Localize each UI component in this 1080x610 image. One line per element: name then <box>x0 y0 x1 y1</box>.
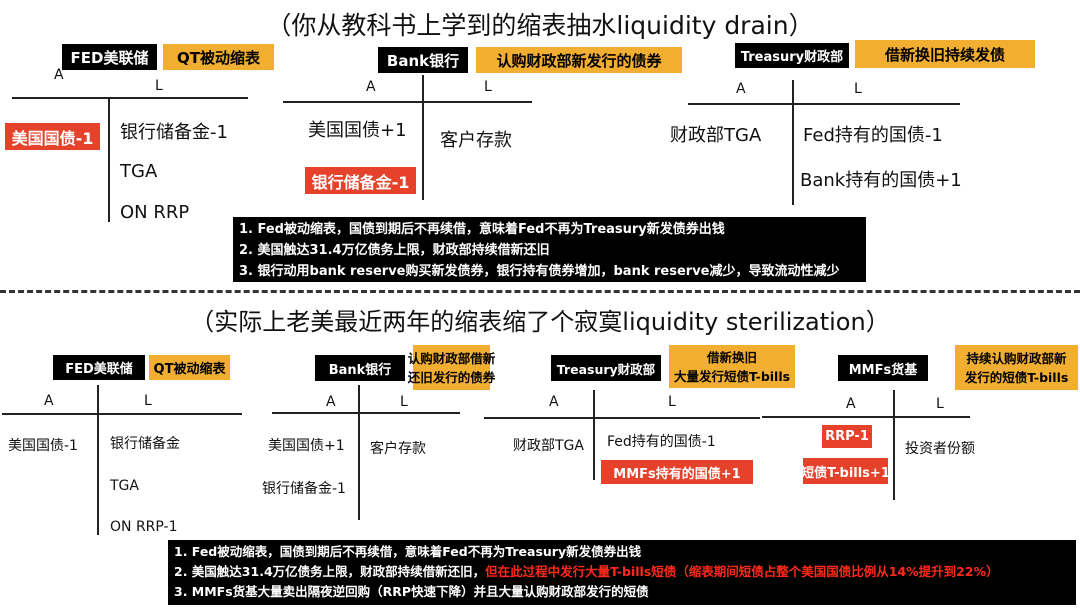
assets-header: A <box>549 394 559 410</box>
liability-item: TGA <box>120 161 158 182</box>
note-highlight: 但在此过程中发行大量T-bills短债（缩表期间短债占整个美国国债比例从14%提… <box>485 564 999 579</box>
note-line: 2. 美国触达31.4万亿债务上限，财政部持续借新还旧 <box>239 243 550 258</box>
liability-item: MMFs持有的国债+1 <box>601 460 753 484</box>
asset-item: 美国国债-1 <box>5 123 100 150</box>
bank-label: Bank银行 <box>378 47 468 73</box>
divider <box>422 75 424 200</box>
liability-item: 银行储备金-1 <box>120 122 228 143</box>
tag-line: 持续认购财政部新 <box>966 350 1067 366</box>
assets-header: A <box>846 396 856 412</box>
assets-header: A <box>326 394 336 410</box>
liabilities-header: L <box>144 393 152 409</box>
liability-item: 客户存款 <box>440 130 512 151</box>
liability-item: Bank持有的国债+1 <box>800 170 962 191</box>
tag-line: 大量发行短债T-bills <box>673 368 791 384</box>
treasury-tag: 借新换旧持续发债 <box>855 40 1035 68</box>
treasury-label: Treasury财政部 <box>735 43 849 68</box>
asset-item: 美国国债+1 <box>268 438 345 454</box>
mmfs-tag: 持续认购财政部新 发行的短债T-bills <box>955 345 1078 390</box>
divider <box>762 416 970 418</box>
explanation-notes: 1. Fed被动缩表，国债到期后不再续借，意味着Fed不再为Treasury新发… <box>168 540 1076 605</box>
tag-line: 还旧发行的债券 <box>407 369 496 385</box>
divider <box>358 385 360 520</box>
bottom-title: （实际上老美最近两年的缩表缩了个寂寞liquidity sterilizatio… <box>190 308 890 336</box>
liability-item: ON RRP <box>120 202 190 223</box>
assets-header: A <box>44 393 54 409</box>
divider <box>12 97 248 99</box>
divider <box>272 412 460 414</box>
divider <box>97 385 99 535</box>
top-title: （你从教科书上学到的缩表抽水liquidity drain） <box>266 11 814 40</box>
fed-label: FED美联储 <box>53 355 145 380</box>
note-line: 2. 美国触达31.4万亿债务上限，财政部持续借新还旧，但在此过程中发行大量T-… <box>174 562 1070 582</box>
asset-item: 财政部TGA <box>670 125 762 146</box>
divider <box>593 390 595 480</box>
tag-line: 发行的短债T-bills <box>964 369 1069 385</box>
bank-tag: 认购财政部新发行的债券 <box>476 47 682 73</box>
liabilities-header: L <box>854 81 862 97</box>
bank-tag: 认购财政部借新 还旧发行的债券 <box>408 345 495 390</box>
asset-item: 美国国债-1 <box>8 438 78 454</box>
explanation-notes: 1. Fed被动缩表，国债到期后不再续借，意味着Fed不再为Treasury新发… <box>233 217 866 282</box>
asset-item: 美国国债+1 <box>308 120 407 141</box>
liabilities-header: L <box>668 394 676 410</box>
liability-item: Fed持有的国债-1 <box>803 125 943 146</box>
note-line: 1. Fed被动缩表，国债到期后不再续借，意味着Fed不再为Treasury新发… <box>174 544 642 559</box>
liability-item: ON RRP-1 <box>110 519 178 535</box>
asset-item: 财政部TGA <box>513 438 584 454</box>
tag-line: 认购财政部借新 <box>407 350 496 366</box>
divider <box>108 97 110 222</box>
divider <box>484 417 760 419</box>
treasury-label: Treasury财政部 <box>551 355 661 381</box>
liabilities-header: L <box>155 78 163 94</box>
liabilities-header: L <box>936 396 944 412</box>
liability-item: 银行储备金 <box>110 436 180 452</box>
tag-line: 借新换旧 <box>706 349 757 365</box>
divider <box>688 103 960 105</box>
fed-tag: QT被动缩表 <box>163 44 274 70</box>
fed-tag: QT被动缩表 <box>149 355 230 380</box>
asset-item: RRP-1 <box>822 425 872 448</box>
note-line: 1. Fed被动缩表，国债到期后不再续借，意味着Fed不再为Treasury新发… <box>239 222 725 237</box>
liabilities-header: L <box>400 394 408 410</box>
divider <box>792 80 794 205</box>
note-line: 3. MMFs货基大量卖出隔夜逆回购（RRP快速下降）并且大量认购财政部发行的短… <box>174 584 649 599</box>
assets-header: A <box>54 67 64 83</box>
asset-item: 银行储备金-1 <box>262 481 346 497</box>
section-separator <box>0 290 1080 293</box>
liability-item: 客户存款 <box>370 441 426 457</box>
treasury-tag: 借新换旧 大量发行短债T-bills <box>669 345 795 388</box>
assets-header: A <box>736 81 746 97</box>
bank-label: Bank银行 <box>315 355 405 381</box>
fed-label: FED美联储 <box>62 44 157 70</box>
liability-item: 投资者份额 <box>905 441 975 457</box>
divider <box>283 101 532 103</box>
assets-header: A <box>366 79 376 95</box>
mmfs-label: MMFs货基 <box>838 355 928 381</box>
divider <box>2 413 242 415</box>
asset-item: 短债T-bills+1 <box>801 458 890 484</box>
liability-item: TGA <box>110 478 139 494</box>
liabilities-header: L <box>484 79 492 95</box>
note-text: 2. 美国触达31.4万亿债务上限，财政部持续借新还旧， <box>174 564 486 579</box>
note-line: 3. 银行动用bank reserve购买新发债券，银行持有债券增加，bank … <box>239 264 840 279</box>
liability-item: Fed持有的国债-1 <box>607 434 716 450</box>
asset-item: 银行储备金-1 <box>305 167 416 194</box>
divider <box>893 390 895 500</box>
